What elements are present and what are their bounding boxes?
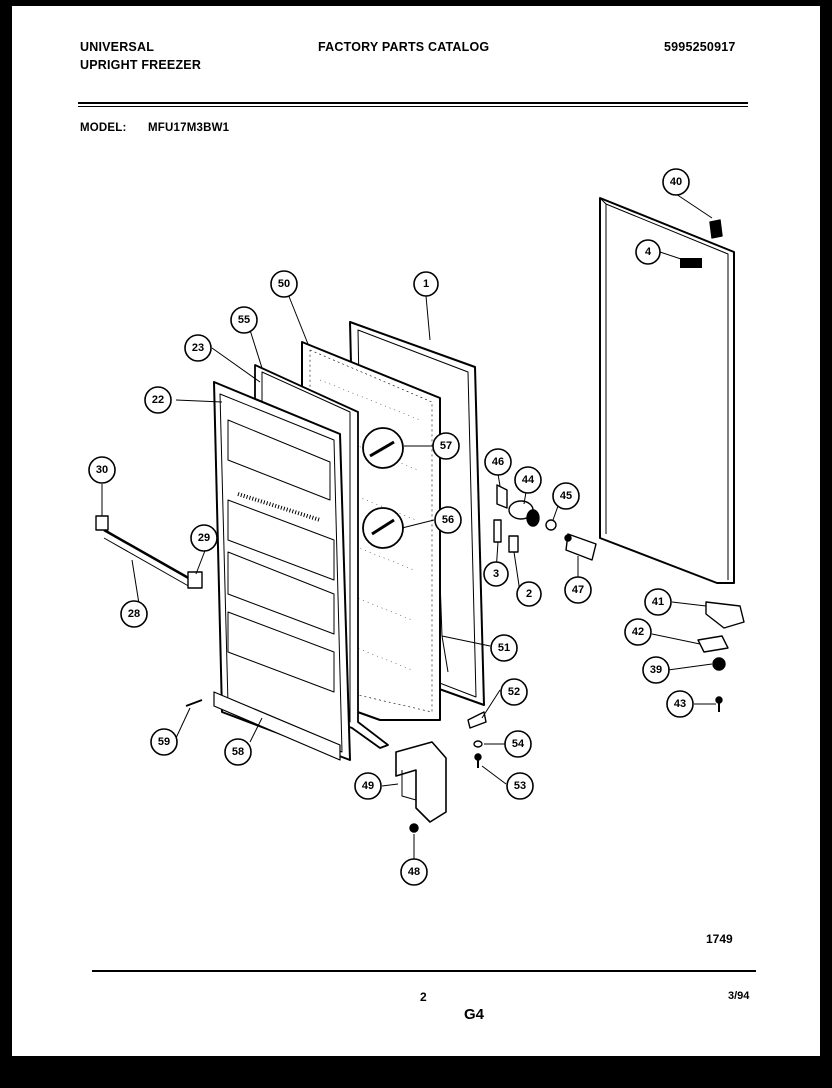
svg-text:28: 28	[128, 608, 140, 620]
svg-text:57: 57	[440, 440, 452, 452]
callout-3: 3	[483, 561, 509, 587]
svg-text:30: 30	[96, 464, 108, 476]
svg-text:54: 54	[512, 738, 525, 750]
callout-53: 53	[506, 772, 534, 800]
callout-55: 55	[230, 306, 258, 334]
callout-48: 48	[400, 858, 428, 886]
callout-52: 52	[500, 678, 528, 706]
svg-text:41: 41	[652, 596, 664, 608]
callout-59: 59	[150, 728, 178, 756]
svg-text:46: 46	[492, 456, 504, 468]
outer-door-panel	[599, 197, 735, 584]
hinge-cover	[395, 741, 447, 823]
brand-line-1: UNIVERSAL	[80, 40, 155, 54]
callout-23: 23	[184, 334, 212, 362]
callout-28: 28	[120, 600, 148, 628]
callout-50: 50	[270, 270, 298, 298]
svg-text:56: 56	[442, 514, 454, 526]
callout-1: 1	[413, 271, 439, 297]
svg-text:51: 51	[498, 642, 510, 654]
svg-text:40: 40	[670, 176, 682, 188]
callout-30: 30	[88, 456, 116, 484]
svg-text:23: 23	[192, 342, 204, 354]
callout-43: 43	[666, 690, 694, 718]
callout-45: 45	[552, 482, 580, 510]
svg-text:4: 4	[645, 246, 652, 258]
model-number: MFU17M3BW1	[148, 122, 230, 134]
catalog-title: FACTORY PARTS CATALOG	[318, 40, 490, 54]
callout-54: 54	[504, 730, 532, 758]
callout-51: 51	[490, 634, 518, 662]
footer-rule	[92, 970, 756, 972]
svg-text:58: 58	[232, 746, 244, 758]
header-rule-bottom	[78, 106, 748, 107]
callout-57: 57	[432, 432, 460, 460]
model-label: MODEL:	[80, 122, 127, 134]
svg-text:59: 59	[158, 736, 170, 748]
callout-44: 44	[514, 466, 542, 494]
brand-line-2: UPRIGHT FREEZER	[80, 58, 202, 72]
svg-text:3: 3	[493, 568, 499, 580]
svg-text:2: 2	[526, 588, 532, 600]
callout-41: 41	[644, 588, 672, 616]
callout-2: 2	[516, 581, 542, 607]
section-code: G4	[464, 1006, 485, 1023]
callout-22: 22	[144, 386, 172, 414]
svg-text:39: 39	[650, 664, 662, 676]
svg-text:48: 48	[408, 866, 420, 878]
callout-42: 42	[624, 618, 652, 646]
svg-text:49: 49	[362, 780, 374, 792]
catalog-number: 5995250917	[664, 40, 736, 54]
svg-text:52: 52	[508, 686, 520, 698]
header-rule-top	[78, 102, 748, 104]
callout-47: 47	[564, 576, 592, 604]
shelf-bar	[95, 515, 203, 589]
date-code: 3/94	[728, 990, 750, 1002]
svg-text:55: 55	[238, 314, 250, 326]
svg-text:47: 47	[572, 584, 584, 596]
svg-text:53: 53	[514, 780, 526, 792]
svg-text:29: 29	[198, 532, 210, 544]
svg-text:42: 42	[632, 626, 644, 638]
inner-door-liner	[213, 381, 351, 761]
callout-4: 4	[635, 239, 661, 265]
svg-text:22: 22	[152, 394, 164, 406]
leader-lines	[101, 193, 716, 860]
page-number: 2	[420, 990, 427, 1004]
callout-56: 56	[434, 506, 462, 534]
svg-text:1: 1	[423, 278, 429, 290]
callout-39: 39	[642, 656, 670, 684]
callout-40: 40	[662, 168, 690, 196]
screw-detail-circles	[362, 427, 404, 549]
callout-46: 46	[484, 448, 512, 476]
svg-text:50: 50	[278, 278, 290, 290]
svg-text:45: 45	[560, 490, 572, 502]
svg-text:44: 44	[522, 474, 535, 486]
drawing-number: 1749	[706, 932, 733, 946]
callout-29: 29	[190, 524, 218, 552]
callout-58: 58	[224, 738, 252, 766]
svg-text:43: 43	[674, 698, 686, 710]
hardware-pieces	[185, 219, 745, 833]
callout-49: 49	[354, 772, 382, 800]
